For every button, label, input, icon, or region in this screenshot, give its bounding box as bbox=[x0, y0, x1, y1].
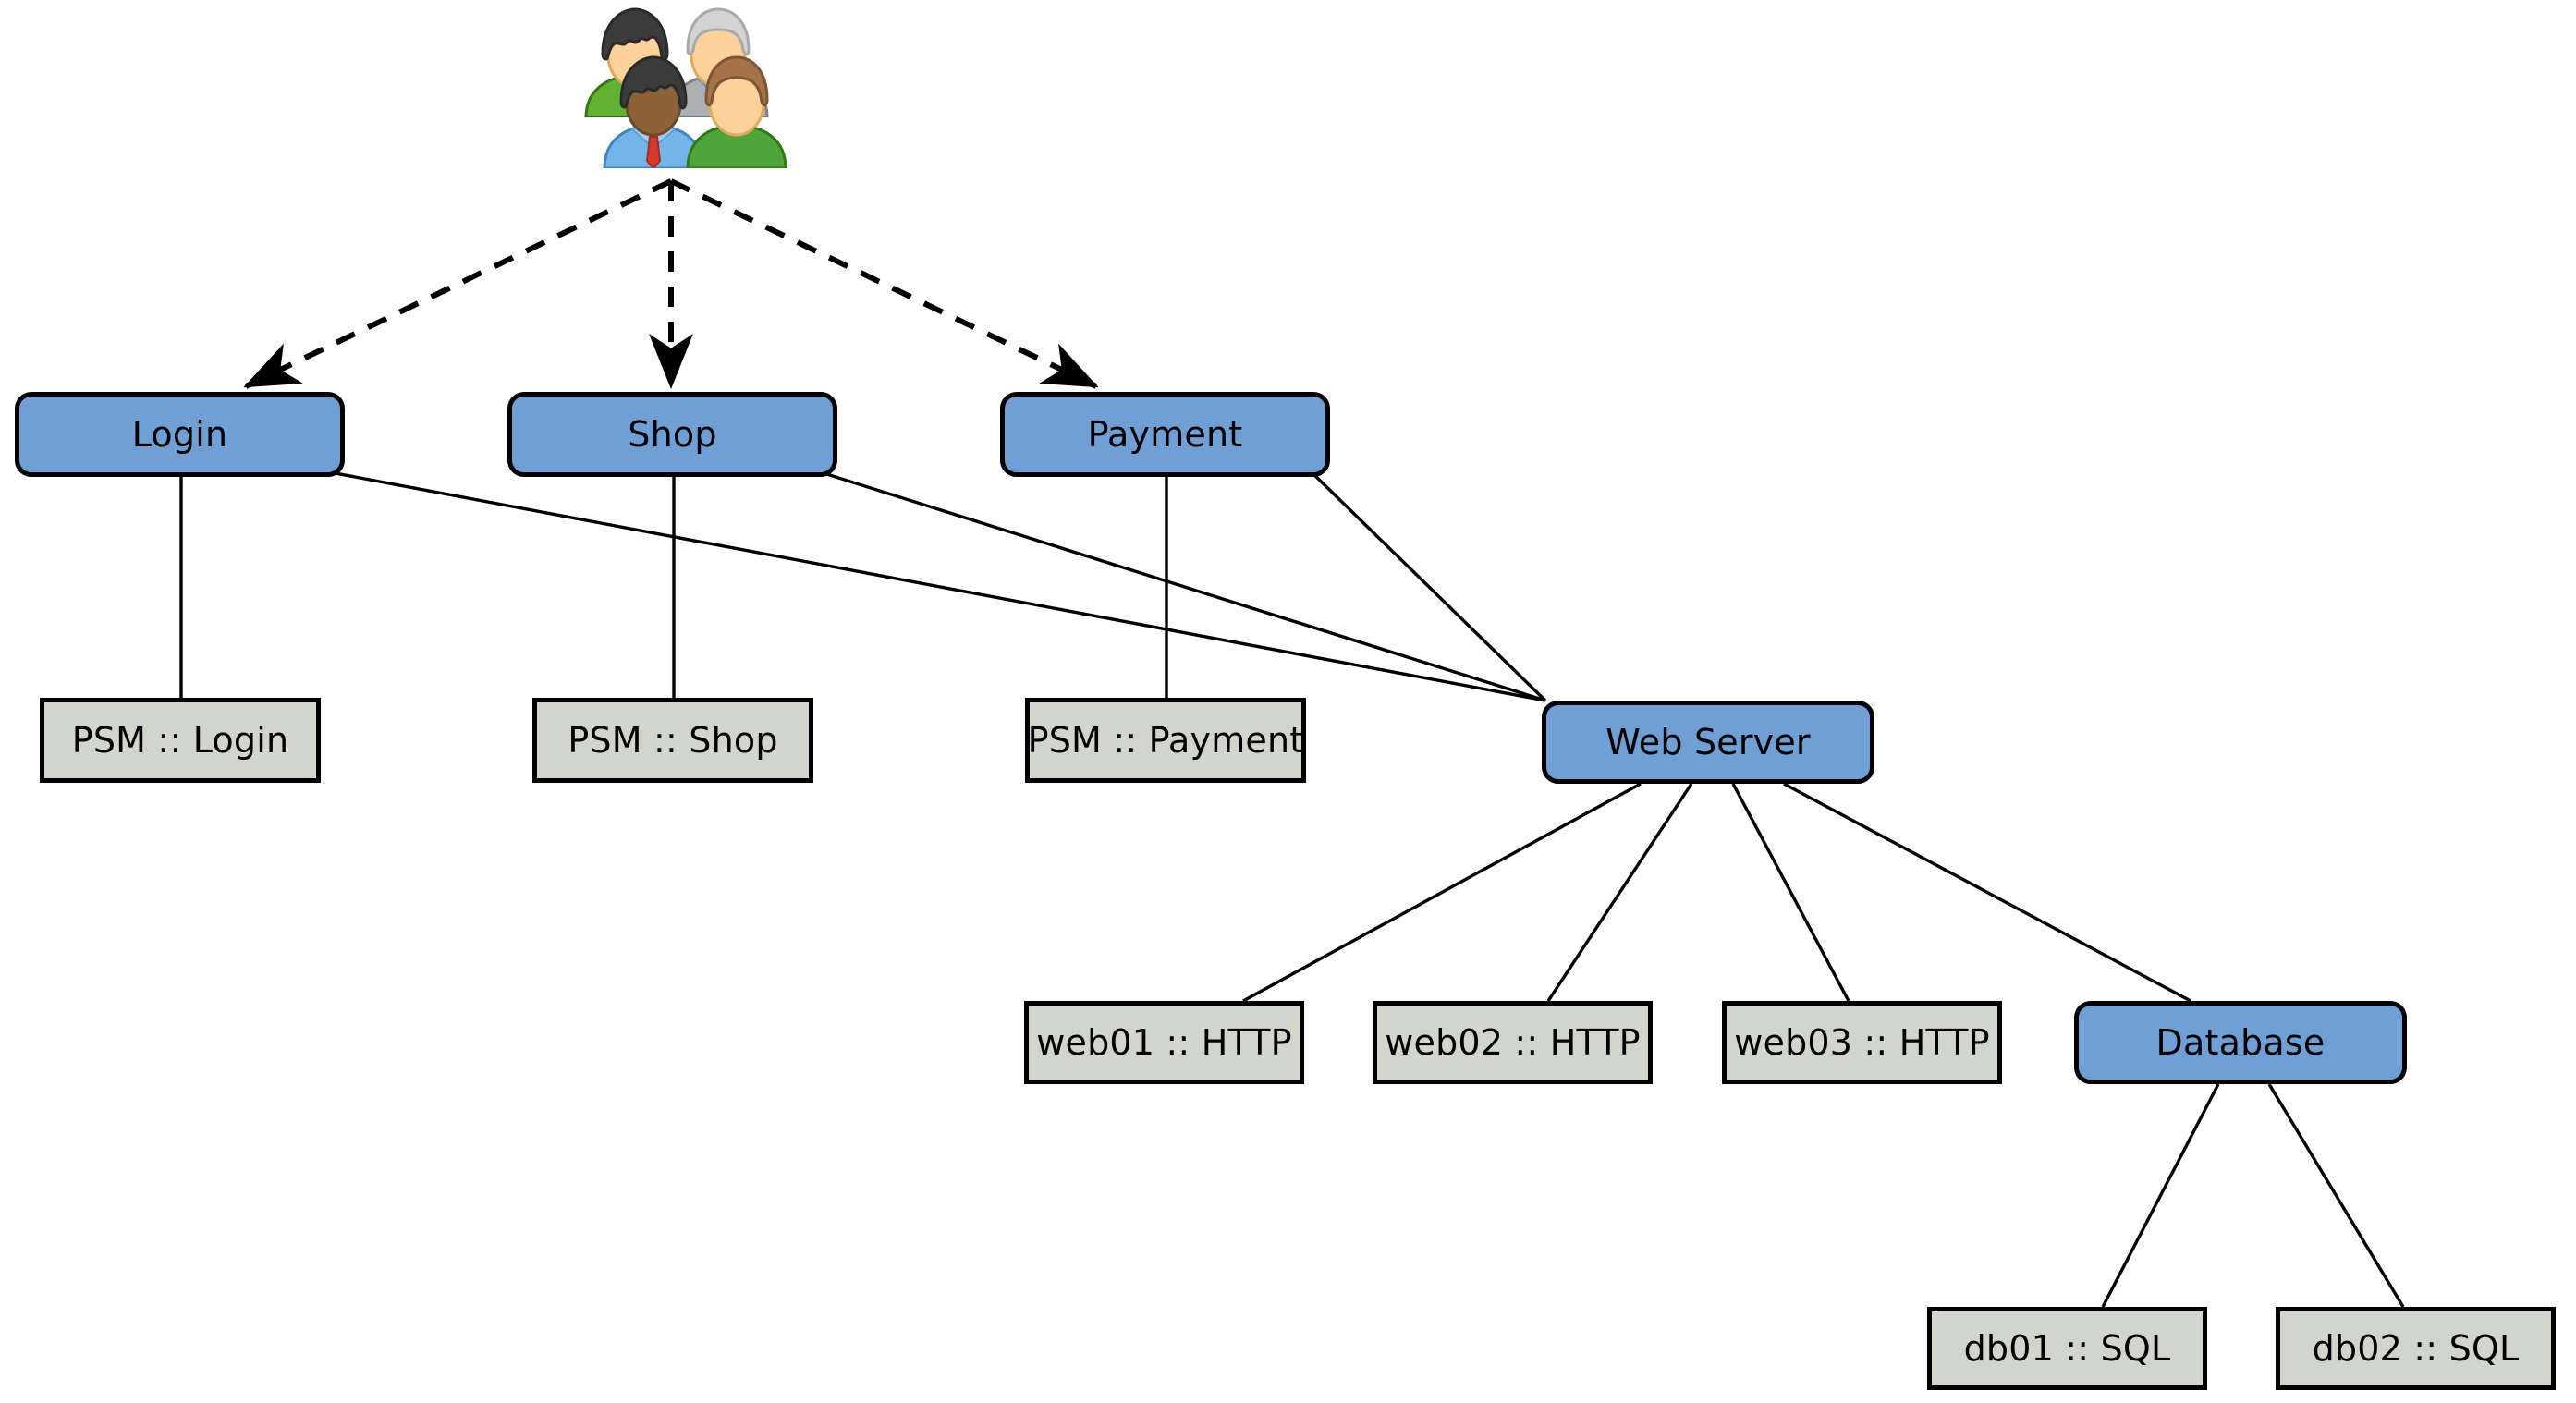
node-web01[interactable]: web01 :: HTTP bbox=[1024, 1001, 1304, 1084]
node-login[interactable]: Login bbox=[15, 392, 345, 477]
edge-shop-to-webserver bbox=[817, 470, 1546, 702]
edge-login-to-webserver bbox=[324, 470, 1546, 702]
edge-webserver-to-web01 bbox=[1242, 782, 1642, 1003]
node-web03[interactable]: web03 :: HTTP bbox=[1722, 1001, 2002, 1084]
edge-users-to-payment bbox=[669, 178, 1099, 389]
node-database[interactable]: Database bbox=[2074, 1001, 2407, 1084]
edge-webserver-to-web02 bbox=[1546, 783, 1693, 1002]
node-payment[interactable]: Payment bbox=[1000, 392, 1330, 477]
node-psm-login[interactable]: PSM :: Login bbox=[40, 698, 321, 783]
node-db02[interactable]: db02 :: SQL bbox=[2276, 1307, 2556, 1390]
node-web02[interactable]: web02 :: HTTP bbox=[1373, 1001, 1653, 1084]
users-actor bbox=[573, 0, 787, 185]
node-web-server[interactable]: Web Server bbox=[1542, 701, 1874, 784]
person-front-left-icon bbox=[599, 48, 708, 168]
person-front-right-icon bbox=[682, 48, 791, 168]
node-psm-shop[interactable]: PSM :: Shop bbox=[532, 698, 813, 783]
edge-database-to-db02 bbox=[2267, 1083, 2405, 1308]
edge-webserver-to-web03 bbox=[1731, 783, 1850, 1002]
edge-users-to-login bbox=[243, 178, 673, 389]
node-db01[interactable]: db01 :: SQL bbox=[1927, 1307, 2207, 1390]
edge-payment-to-webserver bbox=[1309, 470, 1547, 702]
node-shop[interactable]: Shop bbox=[507, 392, 837, 477]
node-psm-payment[interactable]: PSM :: Payment bbox=[1025, 698, 1306, 783]
edge-database-to-db01 bbox=[2101, 1083, 2220, 1308]
edge-webserver-to-database bbox=[1783, 782, 2191, 1003]
